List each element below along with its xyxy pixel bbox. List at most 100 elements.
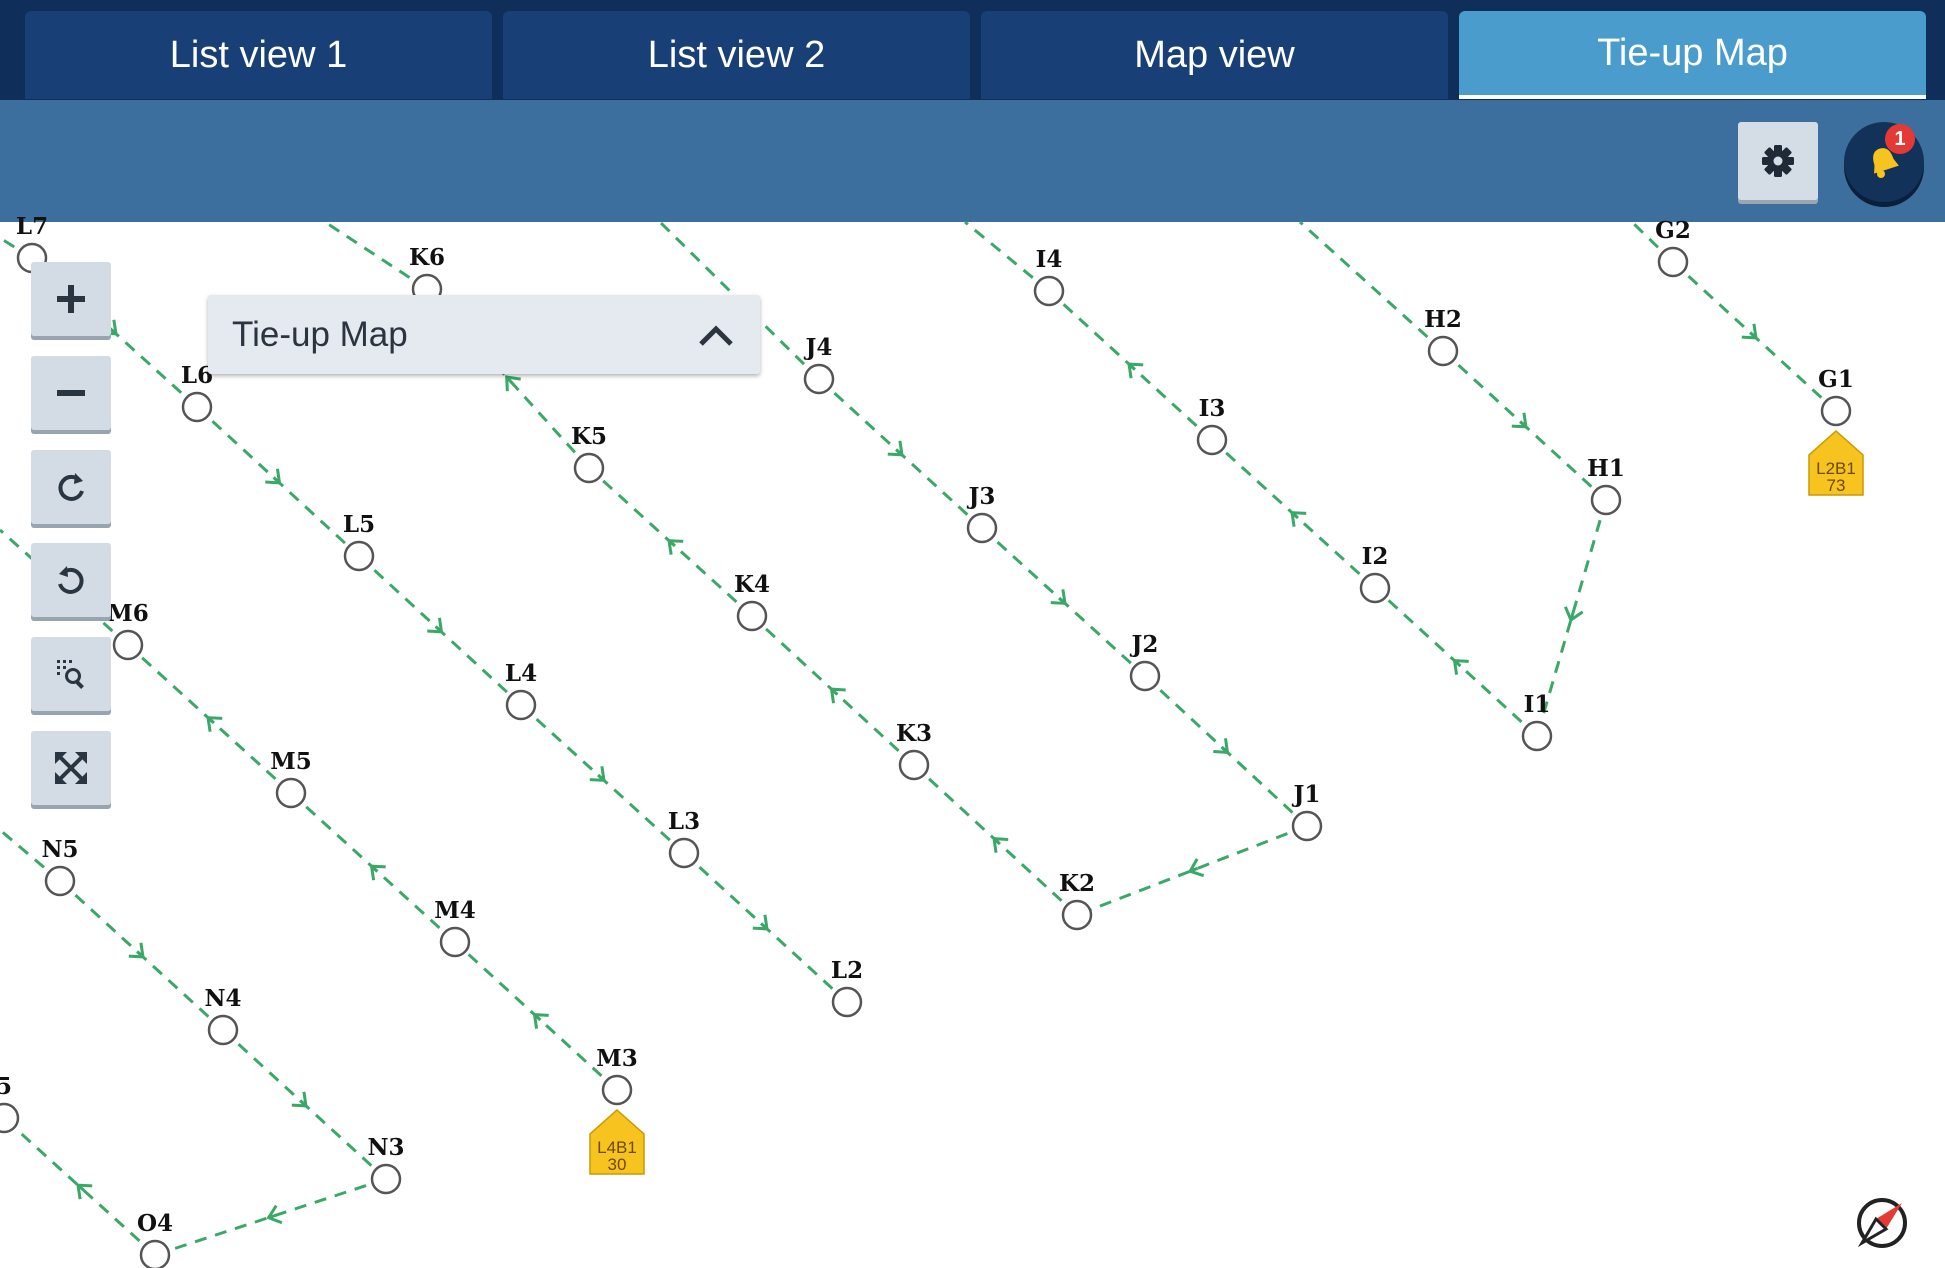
zoom-in-button[interactable] — [31, 262, 111, 336]
node-marker[interactable] — [1196, 424, 1228, 456]
redo-button[interactable] — [31, 450, 111, 524]
node-marker[interactable] — [505, 689, 537, 721]
fit-extent-button[interactable] — [31, 731, 111, 805]
node-marker[interactable] — [573, 452, 605, 484]
node-marker[interactable] — [139, 1239, 171, 1268]
node-j1[interactable]: J1 — [1291, 781, 1323, 842]
node-i3[interactable]: I3 — [1196, 395, 1228, 456]
node-marker[interactable] — [966, 512, 998, 544]
node-5[interactable]: 5 — [0, 1073, 20, 1134]
node-m5[interactable]: M5 — [270, 748, 312, 809]
undo-button[interactable] — [31, 543, 111, 617]
zoom-selection-button[interactable] — [31, 637, 111, 711]
node-marker[interactable] — [0, 1102, 20, 1134]
node-marker[interactable] — [275, 777, 307, 809]
tag-line-2: 30 — [608, 1155, 627, 1174]
node-label: K2 — [1059, 870, 1095, 897]
route-arrow — [369, 864, 386, 881]
node-marker[interactable] — [207, 1014, 239, 1046]
node-j3[interactable]: J3 — [966, 483, 998, 544]
settings-button[interactable] — [1738, 122, 1818, 200]
tag-line-1: L4B1 — [597, 1138, 637, 1157]
node-marker[interactable] — [898, 749, 930, 781]
route-arrow — [589, 766, 606, 782]
node-i1[interactable]: I1 — [1521, 691, 1553, 752]
minus-icon — [57, 390, 85, 396]
tab-tie-up-map[interactable]: Tie-up Map — [1459, 11, 1926, 99]
node-marker[interactable] — [181, 391, 213, 423]
node-l5[interactable]: L5 — [343, 511, 375, 572]
node-n4[interactable]: N4 — [204, 985, 242, 1046]
node-marker[interactable] — [1129, 660, 1161, 692]
tag-shape[interactable] — [1808, 429, 1864, 496]
node-marker[interactable] — [1033, 275, 1065, 307]
node-n3[interactable]: N3 — [367, 1134, 405, 1195]
node-l2[interactable]: L2 — [831, 957, 863, 1018]
node-marker[interactable] — [439, 926, 471, 958]
tab-list-view-1[interactable]: List view 1 — [25, 11, 492, 99]
node-marker[interactable] — [601, 1074, 633, 1106]
node-g2[interactable]: G2 — [1655, 217, 1691, 278]
node-marker[interactable] — [44, 865, 76, 897]
node-marker[interactable] — [1061, 899, 1093, 931]
layer-panel[interactable]: Tie-up Map — [208, 295, 760, 374]
node-h2[interactable]: H2 — [1424, 306, 1462, 367]
node-marker[interactable] — [370, 1163, 402, 1195]
node-l4[interactable]: L4 — [505, 660, 537, 721]
node-i4[interactable]: I4 — [1033, 246, 1065, 307]
node-m3[interactable]: M3 — [596, 1045, 638, 1106]
route-arrow — [128, 942, 145, 959]
node-m4[interactable]: M4 — [434, 897, 476, 958]
tab-list-view-2[interactable]: List view 2 — [503, 11, 970, 99]
node-j4[interactable]: J4 — [803, 334, 835, 395]
node-l3[interactable]: L3 — [668, 808, 700, 869]
route-arrow — [1213, 738, 1230, 754]
route-arrow — [206, 716, 223, 732]
node-label: M5 — [270, 748, 311, 775]
node-marker[interactable] — [1657, 246, 1689, 278]
node-label: J1 — [1292, 781, 1321, 808]
node-n5[interactable]: N5 — [41, 836, 79, 897]
node-l6[interactable]: L6 — [181, 362, 213, 423]
node-k5[interactable]: K5 — [571, 423, 607, 484]
node-o4[interactable]: O4 — [137, 1210, 173, 1268]
chevron-up-icon[interactable] — [696, 320, 736, 350]
top-bar: List view 1 List view 2 Map view Tie-up … — [0, 0, 1945, 100]
node-marker[interactable] — [343, 540, 375, 572]
route-arrow — [829, 687, 846, 704]
node-marker[interactable] — [668, 837, 700, 869]
node-label: I1 — [1524, 691, 1551, 718]
node-marker[interactable] — [1590, 484, 1622, 516]
node-marker[interactable] — [112, 629, 144, 661]
node-label: I2 — [1362, 543, 1389, 570]
node-j2[interactable]: J2 — [1129, 631, 1161, 692]
node-k2[interactable]: K2 — [1059, 870, 1095, 931]
node-marker[interactable] — [1291, 810, 1323, 842]
node-marker[interactable] — [831, 986, 863, 1018]
compass-icon[interactable] — [1854, 1195, 1910, 1251]
route-arrow — [266, 1204, 283, 1225]
node-h1[interactable]: H1 — [1587, 455, 1625, 516]
toolbar — [0, 100, 1945, 222]
node-l7[interactable]: L7 — [16, 213, 48, 274]
tag-line-2: 73 — [1827, 476, 1846, 495]
zoom-out-button[interactable] — [31, 356, 111, 430]
tab-map-view[interactable]: Map view — [981, 11, 1448, 99]
node-k3[interactable]: K3 — [896, 720, 932, 781]
node-m6[interactable]: M6 — [107, 600, 149, 661]
node-marker[interactable] — [1820, 395, 1852, 427]
node-marker[interactable] — [1427, 335, 1459, 367]
node-marker[interactable] — [736, 600, 768, 632]
node-k4[interactable]: K4 — [734, 571, 770, 632]
node-marker[interactable] — [1521, 720, 1553, 752]
node-i2[interactable]: I2 — [1359, 543, 1391, 604]
node-label: I4 — [1036, 246, 1063, 273]
node-g1[interactable]: G1 — [1818, 366, 1854, 427]
node-marker[interactable] — [1359, 572, 1391, 604]
node-label: N3 — [367, 1134, 404, 1161]
tag-shape[interactable] — [589, 1108, 645, 1175]
node-marker[interactable] — [803, 363, 835, 395]
